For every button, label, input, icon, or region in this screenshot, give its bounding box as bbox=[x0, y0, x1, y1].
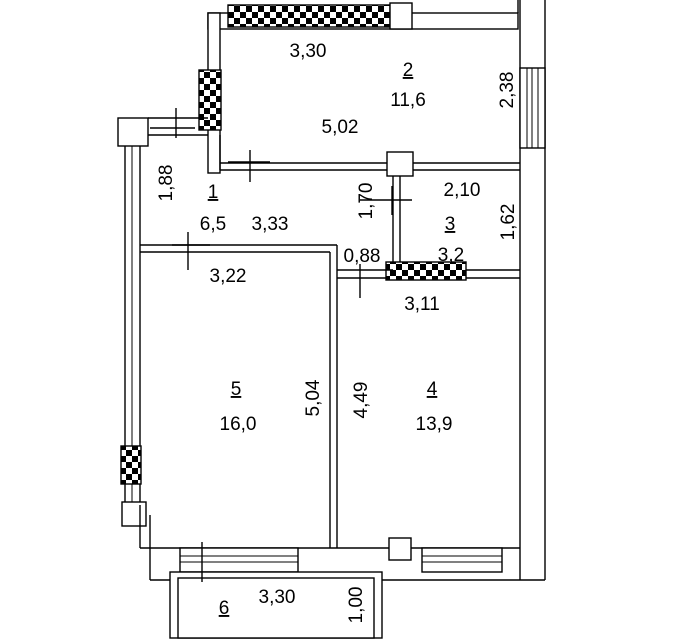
room-number-4: 4 bbox=[427, 379, 438, 400]
exterior-walls bbox=[117, 0, 546, 639]
window-room4 bbox=[421, 547, 503, 573]
dimension-labels: 3,30 5,02 2,38 1,88 3,33 1,70 2,10 1,62 … bbox=[156, 41, 519, 623]
room-area-3: 3,2 bbox=[438, 245, 464, 266]
radiator-left bbox=[198, 69, 222, 131]
dim-room4-width: 3,11 bbox=[404, 294, 440, 315]
room-number-3: 3 bbox=[445, 214, 456, 235]
room-area-4: 13,9 bbox=[416, 414, 453, 435]
column-top bbox=[389, 2, 413, 30]
room-area-2: 11,6 bbox=[390, 90, 426, 111]
dim-room1-width: 1,88 bbox=[156, 165, 177, 202]
room-area-1: 6,5 bbox=[200, 214, 226, 235]
radiator-top bbox=[227, 4, 391, 28]
dim-room1-length: 3,33 bbox=[252, 214, 289, 235]
room-number-5: 5 bbox=[231, 379, 242, 400]
dim-balcony-width: 3,30 bbox=[259, 587, 296, 608]
dimension-ticks bbox=[150, 108, 412, 582]
dim-balcony-depth: 1,00 bbox=[346, 587, 367, 624]
dim-room5-length: 5,04 bbox=[303, 379, 324, 416]
window-room5 bbox=[179, 547, 299, 573]
column-bottom bbox=[388, 537, 412, 561]
dim-room3-height: 1,70 bbox=[356, 183, 377, 220]
column-left-bottom bbox=[121, 501, 147, 527]
column-center bbox=[386, 151, 414, 177]
column-left-top bbox=[117, 117, 149, 147]
interior-walls bbox=[140, 135, 520, 548]
room-number-1: 1 bbox=[208, 182, 219, 203]
dim-room2-width: 3,30 bbox=[290, 41, 327, 62]
room-number-6: 6 bbox=[219, 598, 230, 619]
dim-room4-length: 4,49 bbox=[351, 382, 372, 419]
room-number-2: 2 bbox=[403, 60, 414, 81]
balcony-inner bbox=[177, 577, 375, 639]
dim-door-088: 0,88 bbox=[344, 246, 381, 267]
radiator-room5 bbox=[120, 445, 142, 485]
dim-room2-length: 5,02 bbox=[322, 117, 359, 138]
room-labels: 2 11,6 1 6,5 3 3,2 5 16,0 4 13,9 6 bbox=[200, 60, 464, 619]
radiator-room3 bbox=[385, 261, 467, 281]
room-area-5: 16,0 bbox=[220, 414, 257, 435]
dim-room3-depth: 1,62 bbox=[498, 204, 519, 241]
dim-room2-height: 2,38 bbox=[497, 72, 518, 109]
dim-room3-width: 2,10 bbox=[444, 180, 481, 201]
dim-room5-width: 3,22 bbox=[210, 266, 247, 287]
